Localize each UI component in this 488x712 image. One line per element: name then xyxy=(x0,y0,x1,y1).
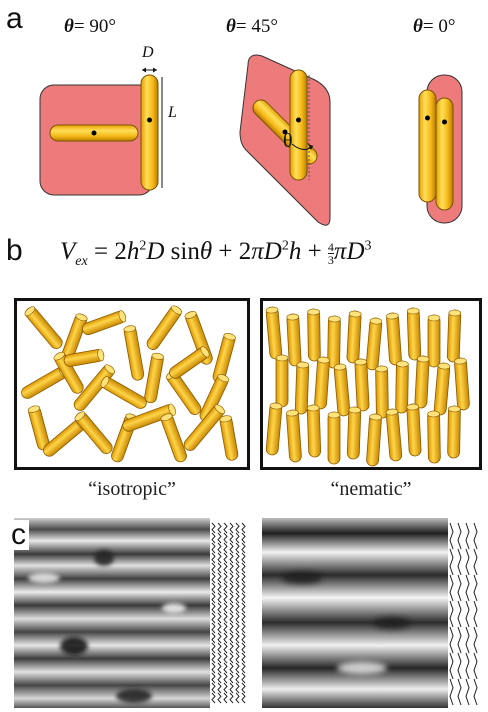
isotropic-caption: “isotropic” xyxy=(88,478,176,500)
theta-90-label: θ= 90° xyxy=(64,16,116,37)
isotropic-box xyxy=(14,298,250,470)
rod xyxy=(354,358,370,412)
rod xyxy=(73,364,116,411)
angle-theta-label: θ xyxy=(283,130,293,152)
rod xyxy=(306,404,322,458)
rod xyxy=(219,415,239,461)
panel-c-letter: c xyxy=(11,518,26,551)
rod xyxy=(294,361,310,415)
rod-center-dot xyxy=(147,117,152,123)
rod-vertical-45 xyxy=(289,69,308,181)
rod xyxy=(74,411,113,454)
panel-a-diagram xyxy=(39,54,463,226)
rod-center-dot xyxy=(296,117,301,123)
rod xyxy=(53,351,84,394)
panel-a-letter: a xyxy=(6,2,23,35)
rod xyxy=(24,306,63,349)
l-label: L xyxy=(168,104,177,121)
rod xyxy=(275,354,289,408)
rod xyxy=(100,376,147,409)
rod xyxy=(427,410,441,464)
rod xyxy=(286,313,302,367)
nematic-rods xyxy=(265,306,470,467)
rod xyxy=(446,309,462,363)
nematic-box xyxy=(260,298,482,470)
rod xyxy=(346,310,362,364)
rod xyxy=(314,356,330,410)
rod-vertical-left xyxy=(418,89,437,203)
rod xyxy=(427,314,441,368)
rod-center-dot xyxy=(282,129,288,135)
rod xyxy=(144,352,165,404)
rod xyxy=(375,365,389,419)
panel-c-letter-bg: c xyxy=(8,520,29,550)
rod-vertical-right xyxy=(435,97,454,211)
theta-45-label: θ= 45° xyxy=(226,16,278,37)
zigzag-schematic-left xyxy=(211,522,246,704)
rod xyxy=(307,308,321,362)
panel-b-letter: b xyxy=(6,234,23,267)
isotropic-rods xyxy=(21,305,239,463)
rod xyxy=(414,355,430,409)
rod xyxy=(199,374,230,422)
rod xyxy=(386,312,402,366)
nematic-caption: “nematic” xyxy=(330,478,412,500)
rod xyxy=(395,360,409,414)
rod-vertical xyxy=(140,74,159,191)
rod xyxy=(265,402,283,456)
micrograph-right xyxy=(262,518,484,708)
micrograph-left xyxy=(14,518,250,708)
rod xyxy=(160,413,187,463)
rod xyxy=(333,363,351,417)
zigzag-schematic-right xyxy=(449,522,478,706)
rod xyxy=(406,307,422,361)
rod xyxy=(365,317,383,371)
rod xyxy=(123,325,145,381)
rod-center-dot xyxy=(442,119,447,125)
rod xyxy=(183,404,226,451)
rod xyxy=(122,403,176,432)
theta-0-label: θ= 0° xyxy=(413,16,456,37)
rod xyxy=(61,313,88,363)
rod xyxy=(366,413,382,467)
rod xyxy=(327,411,341,465)
rod xyxy=(27,405,50,451)
rod-center-dot xyxy=(425,115,430,121)
rod xyxy=(406,403,422,457)
rod xyxy=(447,405,461,459)
rod xyxy=(454,357,470,411)
rod xyxy=(286,409,302,463)
rod xyxy=(327,315,341,369)
rod-center-dot xyxy=(91,130,97,136)
rod xyxy=(169,346,210,379)
rod xyxy=(82,310,127,336)
d-label: D xyxy=(142,44,154,61)
rod xyxy=(385,408,403,462)
rod xyxy=(346,406,362,460)
rod xyxy=(146,305,183,350)
rod xyxy=(63,348,105,367)
